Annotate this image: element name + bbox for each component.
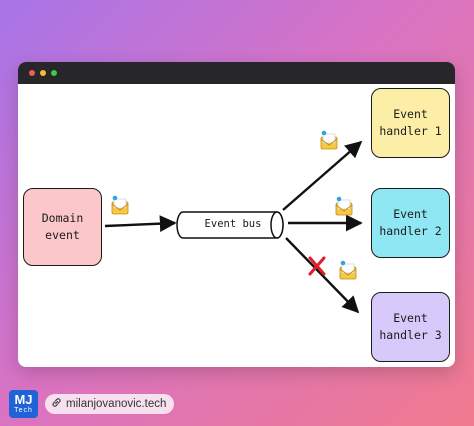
envelope-icon bbox=[111, 195, 129, 215]
event-handler-2-node: Event handler 2 bbox=[371, 188, 450, 258]
envelope-icon bbox=[339, 260, 357, 280]
website-link[interactable]: milanjovanovic.tech bbox=[45, 394, 175, 414]
website-link-text: milanjovanovic.tech bbox=[66, 398, 167, 410]
close-dot bbox=[29, 70, 35, 76]
envelope-icon bbox=[320, 130, 338, 150]
link-icon bbox=[51, 397, 62, 411]
cross-icon bbox=[308, 256, 326, 276]
event-handler-1-node: Event handler 1 bbox=[371, 88, 450, 158]
logo-main-text: MJ bbox=[14, 392, 33, 407]
window-titlebar bbox=[18, 62, 455, 84]
brand-logo: MJ Tech bbox=[9, 390, 38, 418]
diagram-canvas bbox=[104, 130, 363, 314]
minimize-dot bbox=[40, 70, 46, 76]
logo-sub-text: Tech bbox=[14, 407, 33, 414]
arrow-domain-to-bus bbox=[104, 215, 177, 233]
arrow-bus-to-handler-3 bbox=[285, 237, 360, 314]
event-handler-3-node: Event handler 3 bbox=[371, 292, 450, 362]
arrow-bus-to-handler-1 bbox=[282, 140, 363, 211]
maximize-dot bbox=[51, 70, 57, 76]
envelope-icon bbox=[335, 196, 353, 216]
domain-event-node: Domain event bbox=[23, 188, 102, 266]
event-bus-cylinder bbox=[176, 211, 284, 239]
diagram-window: Domain event Event bus Event handler 1 E… bbox=[18, 62, 455, 367]
event-bus-label: Event bus bbox=[204, 218, 262, 230]
